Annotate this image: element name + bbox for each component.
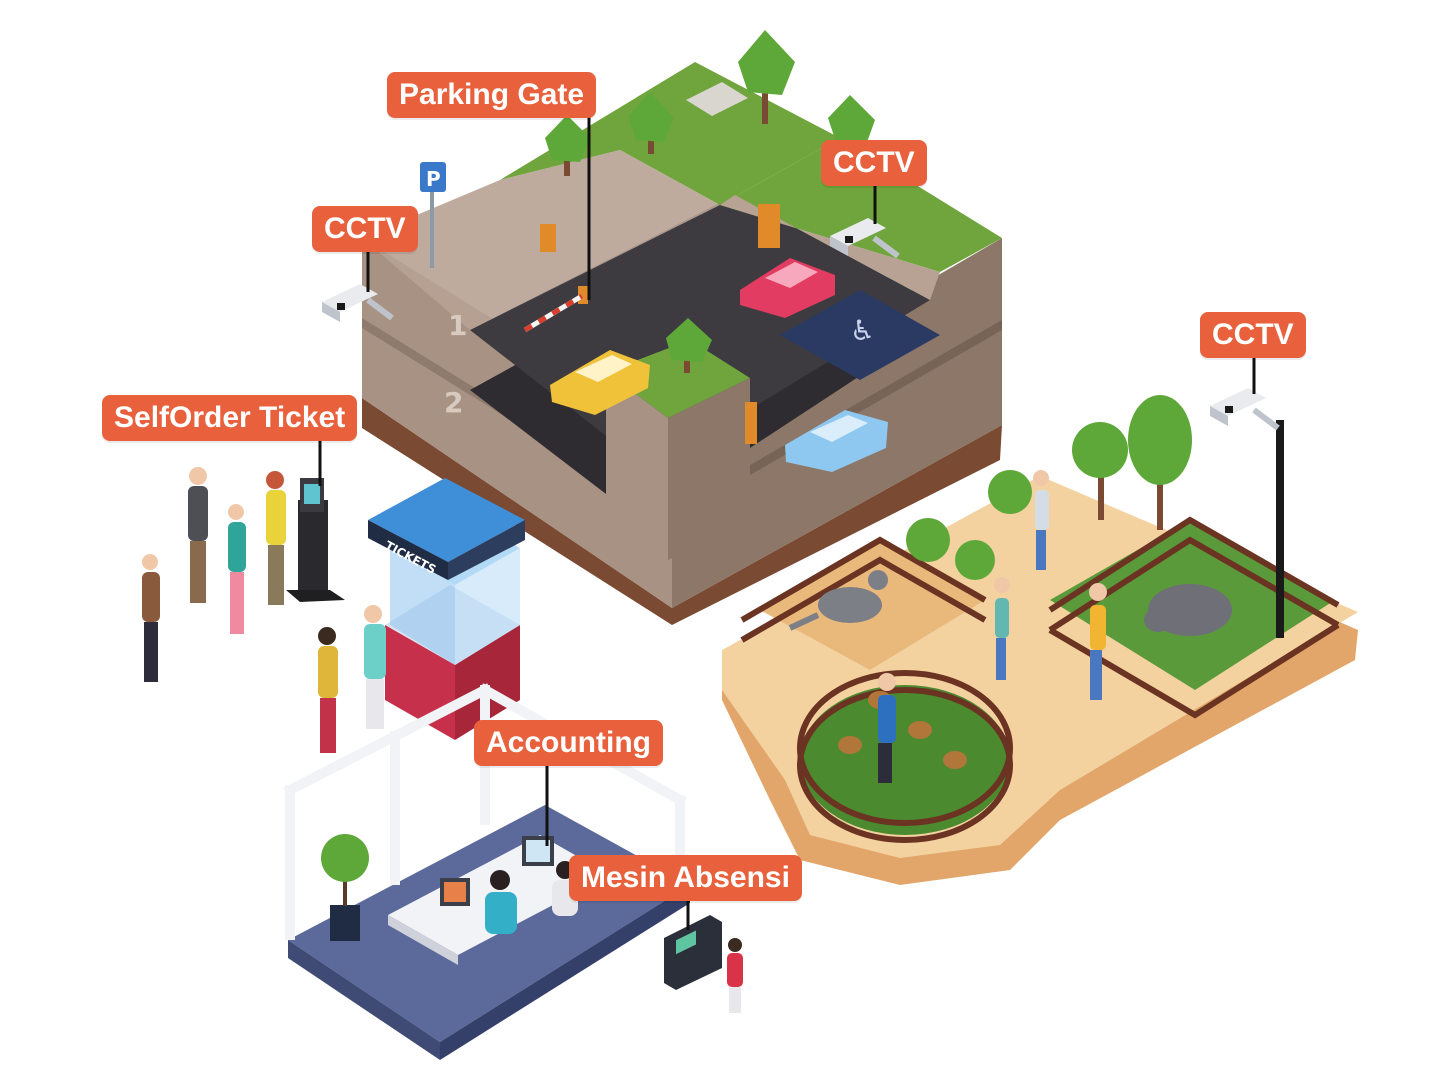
person-icon bbox=[727, 938, 743, 1013]
queue-people bbox=[142, 467, 386, 753]
parking-sign-icon: P bbox=[420, 162, 446, 268]
tree-icon bbox=[666, 318, 712, 373]
tree-icon bbox=[545, 115, 590, 176]
person-icon bbox=[266, 471, 286, 605]
person-icon bbox=[228, 504, 246, 634]
animal-icon bbox=[788, 570, 888, 631]
person-icon bbox=[318, 627, 338, 753]
lemur-pen bbox=[800, 685, 1010, 835]
level-2-label: 2 bbox=[444, 386, 463, 419]
cctv-camera-icon bbox=[322, 284, 394, 322]
accounting-label: Accounting bbox=[474, 720, 663, 766]
ticket-booth: TICKETS bbox=[368, 478, 525, 740]
person-icon bbox=[1089, 583, 1107, 700]
laptop-icon bbox=[440, 878, 470, 906]
person-icon bbox=[364, 605, 386, 729]
tree-icon bbox=[1072, 422, 1128, 520]
selforder-ticket-label: SelfOrder Ticket bbox=[102, 395, 358, 441]
car-icon bbox=[785, 410, 888, 472]
level-1-label: 1 bbox=[448, 309, 467, 342]
person-icon bbox=[485, 870, 517, 934]
person-icon bbox=[1033, 470, 1049, 570]
car-icon bbox=[740, 258, 835, 318]
cctv-parking-right-label: CCTV bbox=[821, 140, 927, 186]
car-icon bbox=[550, 350, 650, 415]
person-icon bbox=[188, 467, 208, 603]
tree-icon bbox=[738, 30, 795, 124]
ticket-kiosk-icon bbox=[286, 478, 345, 602]
parking-gate-label: Parking Gate bbox=[387, 72, 597, 118]
callout-leaders bbox=[318, 116, 1256, 930]
laptop-icon bbox=[522, 836, 554, 866]
tree-icon bbox=[1128, 395, 1192, 530]
zoo-area bbox=[722, 395, 1358, 885]
person-icon bbox=[878, 673, 896, 783]
svg-text:P: P bbox=[426, 167, 441, 191]
tree-icon bbox=[321, 834, 369, 941]
cctv-camera-icon bbox=[1210, 388, 1280, 431]
person-icon bbox=[142, 554, 160, 682]
person-icon bbox=[994, 577, 1010, 680]
cctv-camera-icon bbox=[830, 218, 900, 259]
animal-icon bbox=[1144, 584, 1232, 636]
accessible-parking-icon: ♿ bbox=[850, 314, 875, 347]
tree-icon bbox=[628, 92, 674, 154]
cctv-parking-left-label: CCTV bbox=[312, 206, 418, 252]
parking-building: ♿ 1 2 P bbox=[362, 30, 1002, 625]
fingerprint-terminal-icon bbox=[664, 915, 722, 990]
cctv-zoo-label: CCTV bbox=[1200, 312, 1306, 358]
mesin-absensi-label: Mesin Absensi bbox=[569, 855, 802, 901]
